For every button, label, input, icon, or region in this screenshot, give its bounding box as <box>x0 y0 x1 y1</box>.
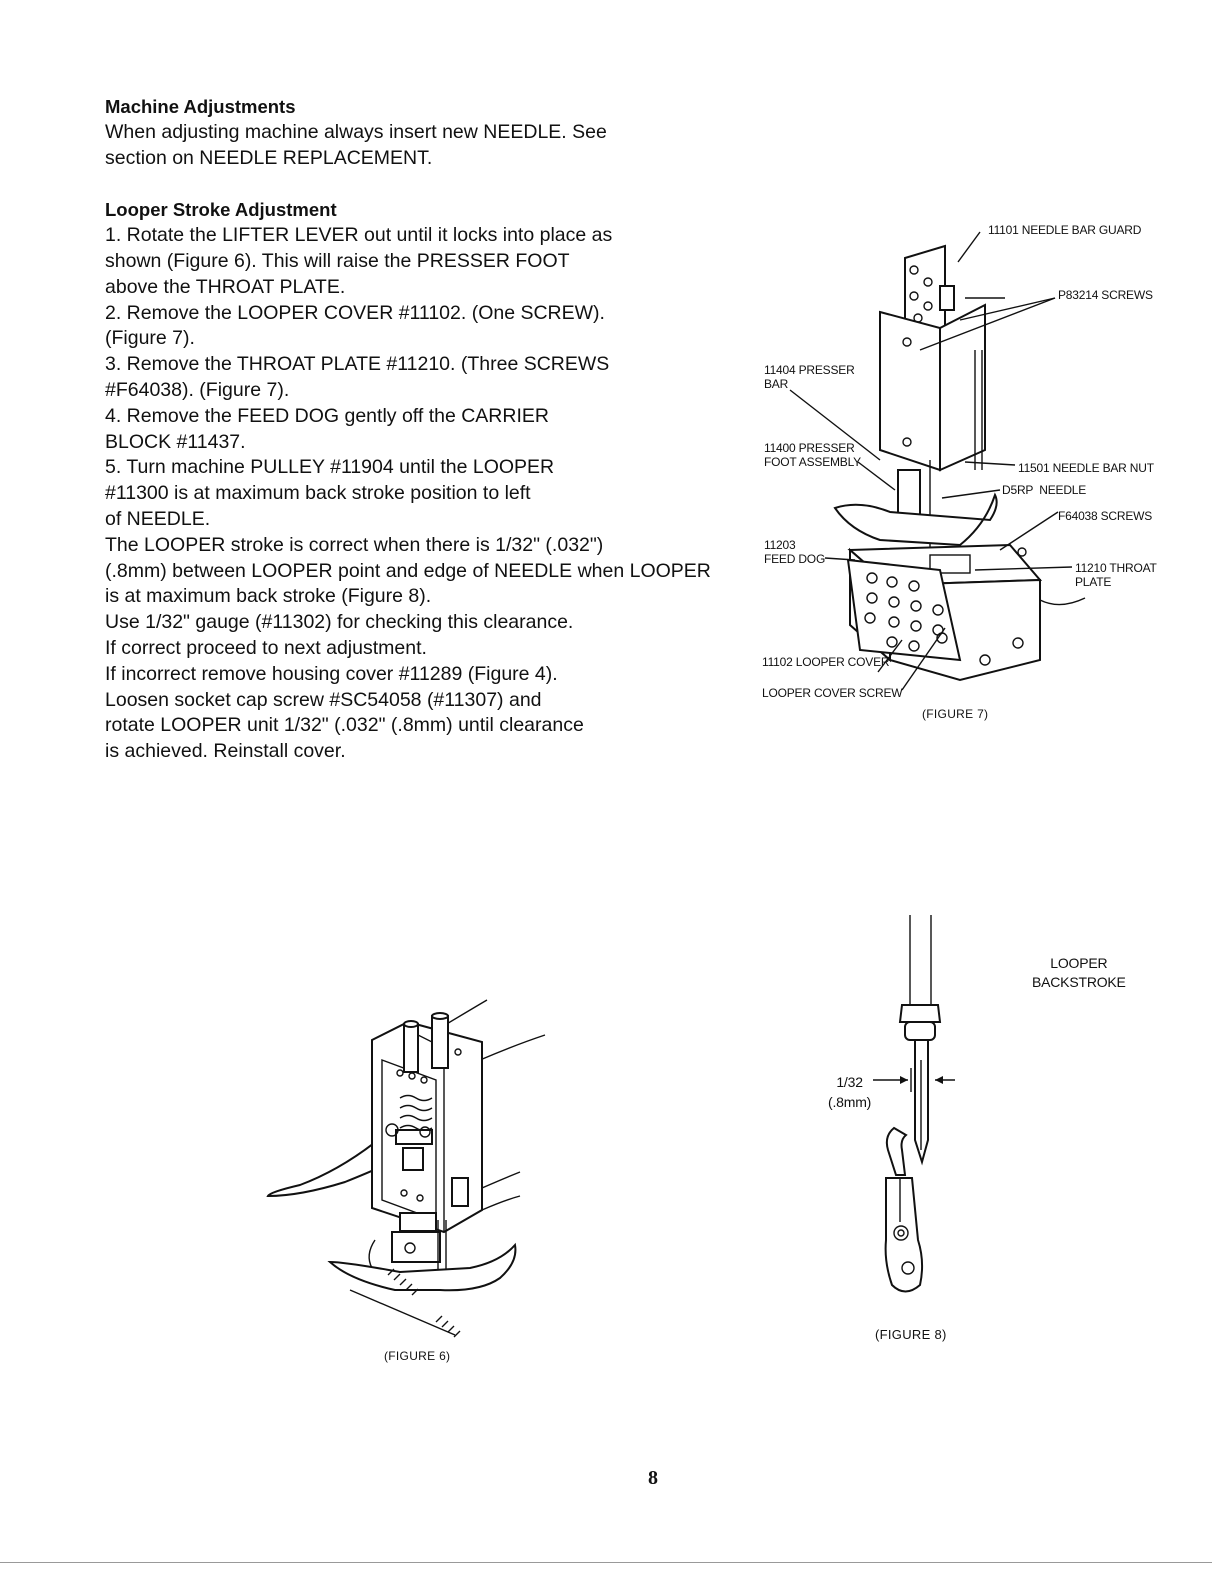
text-line: When adjusting machine always insert new… <box>105 120 607 143</box>
label-throat-plate: 11210 THROAT PLATE <box>1075 561 1157 589</box>
looper-stroke-heading: Looper Stroke Adjustment <box>105 199 337 221</box>
text-line: rotate LOOPER unit 1/32" (.032" (.8mm) u… <box>105 714 584 737</box>
text-line: #11300 is at maximum back stroke positio… <box>105 482 531 505</box>
label-needle: D5RP NEEDLE <box>1002 483 1087 497</box>
text-line: shown (Figure 6). This will raise the PR… <box>105 249 570 272</box>
label-presser-foot-assembly: 11400 PRESSER FOOT ASSEMBLY <box>764 441 861 469</box>
label-looper-cover: 11102 LOOPER COVER <box>762 655 890 669</box>
label-feed-dog: 11203 FEED DOG <box>764 538 826 566</box>
text-line: 4. Remove the FEED DOG gently off the CA… <box>105 404 549 427</box>
text-line: 3. Remove the THROAT PLATE #11210. (Thre… <box>105 353 610 376</box>
text-line: 1. Rotate the LIFTER LEVER out until it … <box>105 224 613 247</box>
page-number: 8 <box>648 1467 658 1489</box>
label-looper-backstroke: LOOPER BACKSTROKE <box>1032 955 1126 990</box>
text-line: Use 1/32" gauge (#11302) for checking th… <box>105 611 574 634</box>
text-line: The LOOPER stroke is correct when there … <box>105 533 604 556</box>
label-needle-bar-nut: 11501 NEEDLE BAR NUT <box>1018 461 1154 475</box>
machine-adjustments-heading: Machine Adjustments <box>105 96 296 117</box>
text-line: (Figure 7). <box>105 327 195 350</box>
text-line: BLOCK #11437. <box>105 430 246 453</box>
label-needle-bar-guard: 11101 NEEDLE BAR GUARD <box>988 223 1142 237</box>
text-line: #F64038). (Figure 7). <box>105 378 290 401</box>
text-line: 2. Remove the LOOPER COVER #11102. (One … <box>105 301 605 324</box>
label-presser-bar: 11404 PRESSER BAR <box>764 363 855 391</box>
figure7-caption: (FIGURE 7) <box>922 707 989 721</box>
text-line: of NEEDLE. <box>105 507 211 530</box>
instructions-text: Machine Adjustments When adjusting machi… <box>105 94 745 765</box>
text-line: is achieved. Reinstall cover. <box>105 740 346 763</box>
label-p83214-screws: P83214 SCREWS <box>1058 288 1153 302</box>
text-line: If correct proceed to next adjustment. <box>105 636 427 659</box>
text-line: Loosen socket cap screw #SC54058 (#11307… <box>105 688 542 711</box>
label-f64038-screws: F64038 SCREWS <box>1058 509 1153 523</box>
label-looper-cover-screw: LOOPER COVER SCREW <box>762 686 903 700</box>
text-line: If incorrect remove housing cover #11289… <box>105 662 558 685</box>
label-gap-measurement: 1/32 (.8mm) <box>828 1074 872 1110</box>
text-line: is at maximum back stroke (Figure 8). <box>105 585 432 608</box>
text-line: section on NEEDLE REPLACEMENT. <box>105 146 433 169</box>
text-line: 5. Turn machine PULLEY #11904 until the … <box>105 456 555 479</box>
figure6-caption: (FIGURE 6) <box>384 1349 451 1363</box>
text-line: above the THROAT PLATE. <box>105 275 346 298</box>
bottom-rule <box>0 1562 1212 1563</box>
text-line: (.8mm) between LOOPER point and edge of … <box>105 559 711 582</box>
figure8-caption: (FIGURE 8) <box>875 1327 947 1342</box>
